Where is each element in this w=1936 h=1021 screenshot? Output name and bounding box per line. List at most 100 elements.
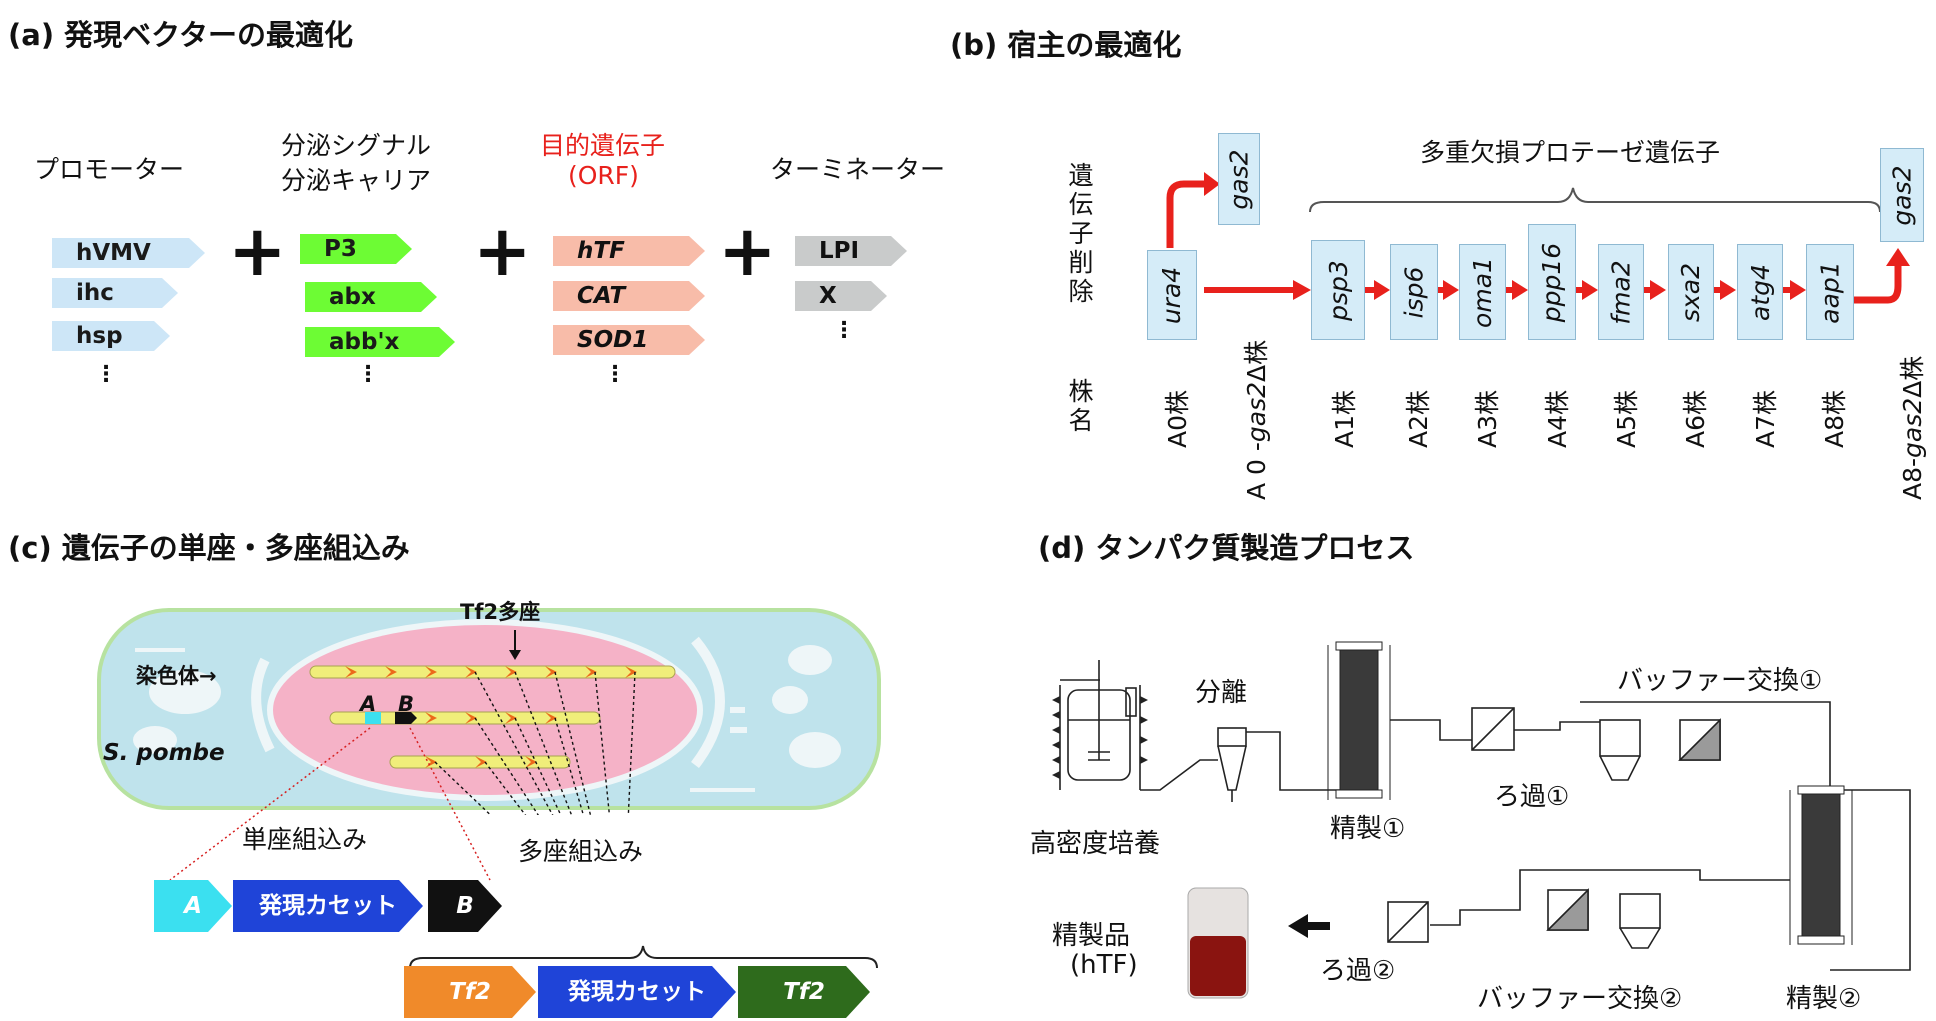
gas2-branch-arrowhead-left [1204,172,1220,196]
arrowhead [1720,280,1736,300]
organelle-membrane [251,657,275,753]
strain-label-a0: A0株 [1163,389,1192,448]
panel-b-arrows [1166,172,1910,304]
signal-ellipsis: ⋮ [357,362,379,387]
single-integration-label: 単座組込み [242,825,368,854]
terminator-heading: ターミネーター [770,155,946,184]
integration-lines [434,671,636,815]
single-cassette-expression: 発現カセット [233,880,423,932]
organism-label: S. pombe [103,740,225,766]
promoter-tag: ihc [52,278,178,308]
tf2-multi-label: Tf2多座 [460,600,541,624]
panel-b-title: (b) 宿主の最適化 [950,28,1182,62]
vacuole [789,732,841,768]
strain-label-a0-gas2: A 0 -gas2Δ株 [1242,339,1271,500]
strain-label-a2: A2株 [1404,389,1433,448]
strain-label-a8-gas2: A8-gas2Δ株 [1898,355,1927,500]
arrowhead [1582,280,1598,300]
multi-integration-label: 多座組込み [518,837,644,866]
gene-box-psp3: psp3 [1311,240,1365,340]
strain-label-a3: A3株 [1473,389,1502,448]
gene-box-gas2-left: gas2 [1218,133,1260,225]
strain-label-a5: A5株 [1612,389,1641,448]
gene-box-oma1: oma1 [1459,244,1506,340]
strain-name-row-label: 株名 [1065,378,1094,436]
plus-sign: + [473,210,532,292]
tf2-loci [345,666,637,768]
strain-label-a7: A7株 [1751,389,1780,448]
terminator-tag: X [795,281,887,311]
to-product-arrow [1288,914,1330,938]
multi-deletion-label: 多重欠損プロテーゼ遺伝子 [1420,138,1721,167]
buffer-exchange-1 [1580,701,1911,971]
chromosome [309,665,676,679]
vacuole [133,726,177,754]
gas2-branch-arrowhead-right [1886,248,1910,266]
arrowhead [1650,280,1666,300]
arrowhead [1790,280,1806,300]
target-gene-tag: SOD1 [553,325,705,355]
single-integration-lines [169,727,491,881]
strain-label-a1: A1株 [1330,389,1359,448]
gas2-branch-arrow-left [1166,180,1204,248]
vacuole [149,670,221,714]
step-buffer-2: バッファー交換② [1477,984,1683,1014]
promoter-ellipsis: ⋮ [95,362,117,387]
multi-cassette-tf2-right: Tf2 [738,966,870,1018]
buffer-exchange-2 [1430,869,1790,949]
strain-label-a8: A8株 [1820,389,1849,448]
plus-sign: + [718,210,777,292]
plus-sign: + [228,210,287,292]
step-culture: 高密度培養 [1030,829,1161,859]
panel-a-title: (a) 発現ベクターの最適化 [8,18,354,52]
arrowhead [1293,280,1311,300]
filter-2 [1387,901,1429,943]
target-gene-tag: CAT [553,281,705,311]
promoter-heading: プロモーター [34,155,185,184]
separator [1140,727,1340,802]
locus-b-label: B [398,692,415,716]
target-heading-2: (ORF) [568,161,639,190]
organelle-membrane [691,636,725,769]
step-purify-1: 精製① [1330,814,1406,844]
target-ellipsis: ⋮ [604,362,626,387]
target-heading-1: 目的遺伝子 [540,131,666,160]
gene-box-ppp16: ppp16 [1528,224,1576,340]
signal-heading-2: 分泌キャリア [281,166,432,195]
step-filter-2: ろ過② [1320,956,1396,986]
multi-cassette-expression: 発現カセット [538,966,736,1018]
arrowhead [1374,280,1390,300]
product-name: (hTF) [1070,950,1138,980]
deletion-bracket [1309,187,1881,213]
column-1 [1327,641,1391,800]
multi-cassette-bracket [409,945,878,969]
gene-box-sxa2: sxa2 [1668,244,1714,340]
product-vial [1187,887,1249,999]
vacuole [788,645,832,675]
arrowhead [1443,280,1459,300]
gene-box-atg4: atg4 [1737,244,1783,340]
terminator-ellipsis: ⋮ [833,318,855,343]
vacuole [772,686,808,714]
step-buffer-1: バッファー交換① [1617,666,1823,696]
target-gene-tag: hTF [553,236,705,266]
panel-d-title: (d) タンパク質製造プロセス [1038,531,1415,565]
signal-tag: abb'x [305,327,455,357]
gene-box-aap1: aap1 [1806,244,1854,340]
gene-box-fma2: fma2 [1598,244,1644,340]
terminator-tag: LPI [795,236,907,266]
strain-label-a6: A6株 [1681,389,1710,448]
gas2-branch-arrow-right [1852,264,1902,304]
gene-box-gas2-right: gas2 [1880,148,1924,242]
gene-box-isp6: isp6 [1390,244,1438,340]
chromosome [389,755,571,769]
product-label: 精製品 [1052,921,1131,951]
chromosome-label: 染色体→ [136,664,217,688]
fermenter-ports [1052,696,1148,779]
gene-deletion-row-label: 遺伝子削除 [1065,162,1094,307]
fermenter [1059,660,1141,790]
cell-illustration [97,608,881,815]
multi-cassette-tf2-left: Tf2 [404,966,536,1018]
tf2-pointer-arrowhead [509,650,521,660]
strain-label-a4: A4株 [1543,389,1572,448]
